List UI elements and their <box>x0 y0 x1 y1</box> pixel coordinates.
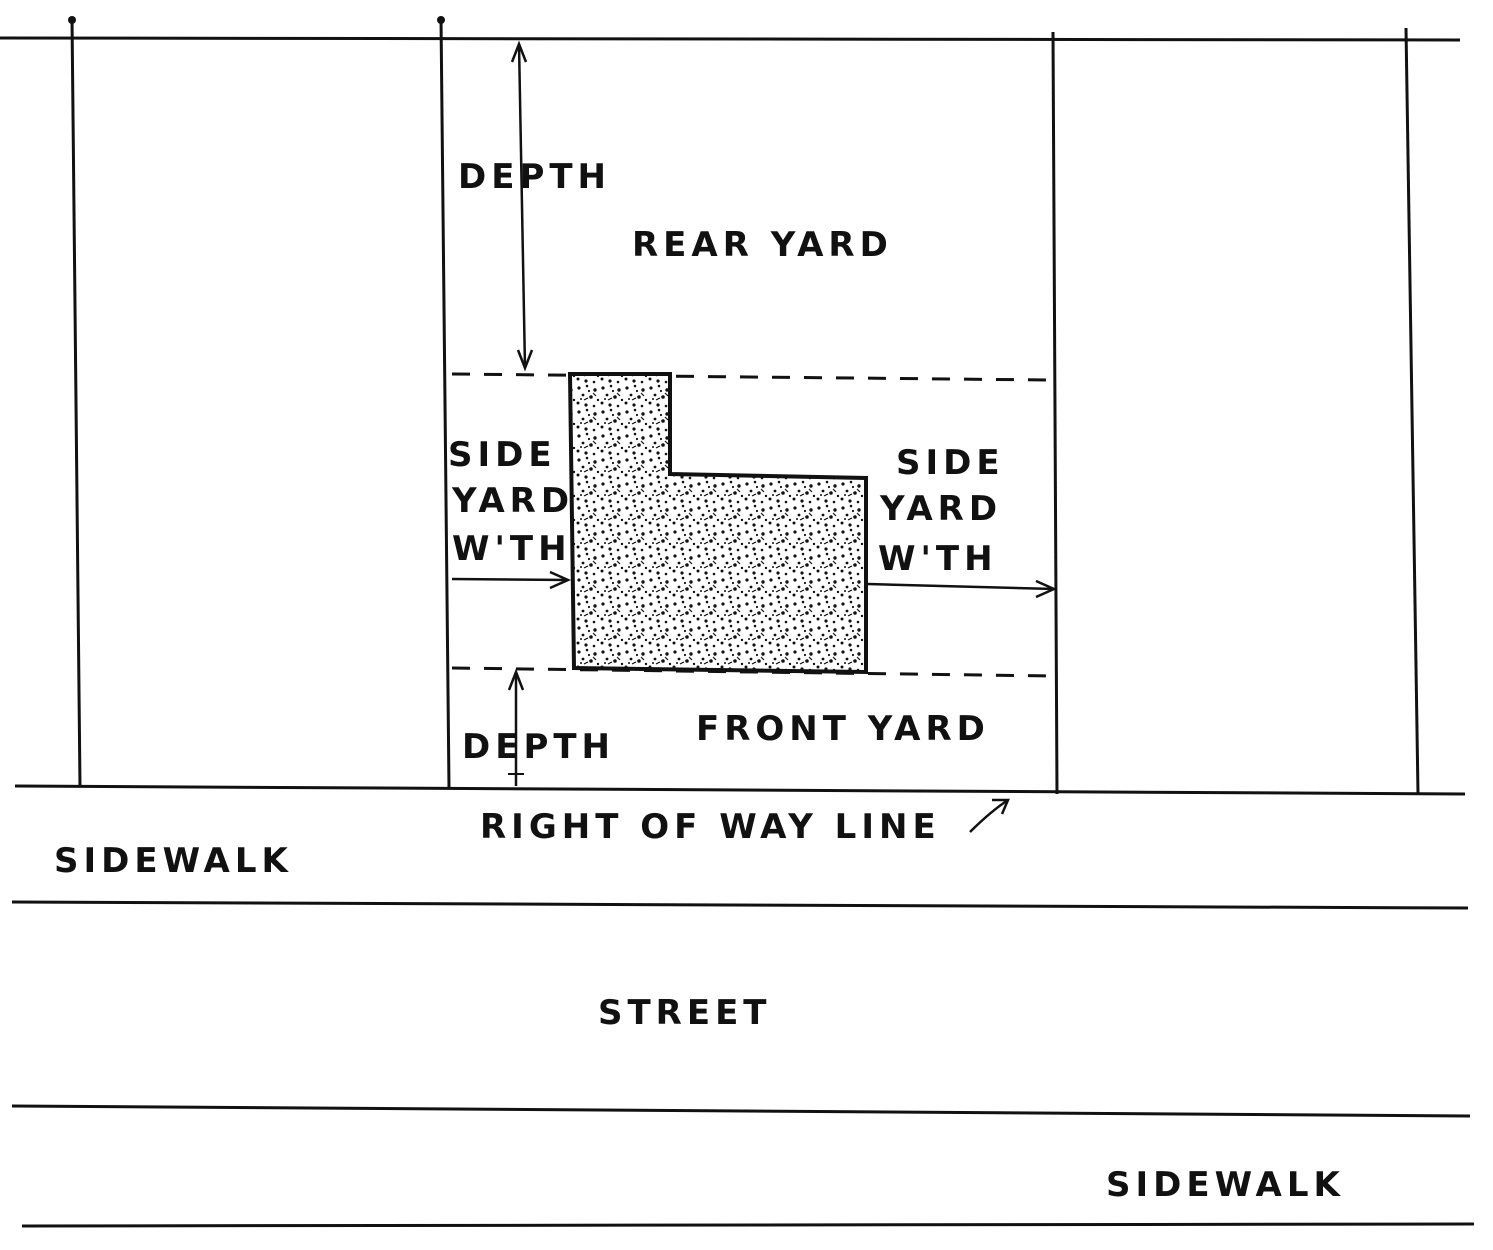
rear-yard-label: REAR YARD <box>632 225 893 265</box>
right-side-yard-label-line3: W'TH <box>878 539 998 579</box>
sidewalk-outer-line <box>21 1222 1475 1228</box>
right-of-way-leader <box>969 798 1009 833</box>
right-of-way-leader-arrow <box>992 798 1010 815</box>
lot-line-3 <box>1051 31 1059 795</box>
right-side-yard-arrow <box>1035 579 1058 599</box>
sidewalk-bottom-label: SIDEWALK <box>1106 1165 1345 1205</box>
front-yard-label: FRONT YARD <box>696 709 990 749</box>
rear-depth-arrow-bottom <box>516 349 534 372</box>
sidewalk-curb-line-bottom <box>11 1104 1471 1118</box>
right-of-way-label: RIGHT OF WAY LINE <box>480 807 941 847</box>
lot-line-2 <box>439 17 451 789</box>
lot-line-4 <box>1404 27 1420 795</box>
sidewalk-top-label: SIDEWALK <box>54 841 293 881</box>
rear-depth-dimension <box>517 43 527 369</box>
rear-setback-line <box>451 372 1051 382</box>
left-side-yard-label-line1: SIDE <box>448 435 557 475</box>
rear-depth-label: DEPTH <box>458 157 611 197</box>
lot-line-2-post <box>437 16 445 24</box>
lot-line-1 <box>70 17 82 788</box>
left-side-yard-arrow <box>549 570 572 590</box>
sidewalk-curb-line-top <box>11 900 1469 910</box>
left-side-yard-dimension <box>451 577 569 582</box>
front-depth-arrow-top <box>507 668 525 691</box>
front-depth-label: DEPTH <box>462 727 615 767</box>
rear-depth-arrow-top <box>510 40 528 63</box>
right-of-way-line <box>14 784 1466 796</box>
right-side-yard-dimension <box>867 582 1055 591</box>
rear-lot-line <box>0 36 1461 42</box>
right-side-yard-label-line1: SIDE <box>896 443 1005 483</box>
left-side-yard-label-line3: W'TH <box>452 529 572 569</box>
left-side-yard-label-line2: YARD <box>451 481 574 521</box>
right-side-yard-label-line2: YARD <box>879 489 1002 529</box>
street-label: STREET <box>598 993 772 1033</box>
lot-line-1-post <box>68 16 76 24</box>
building-footprint <box>567 372 868 675</box>
